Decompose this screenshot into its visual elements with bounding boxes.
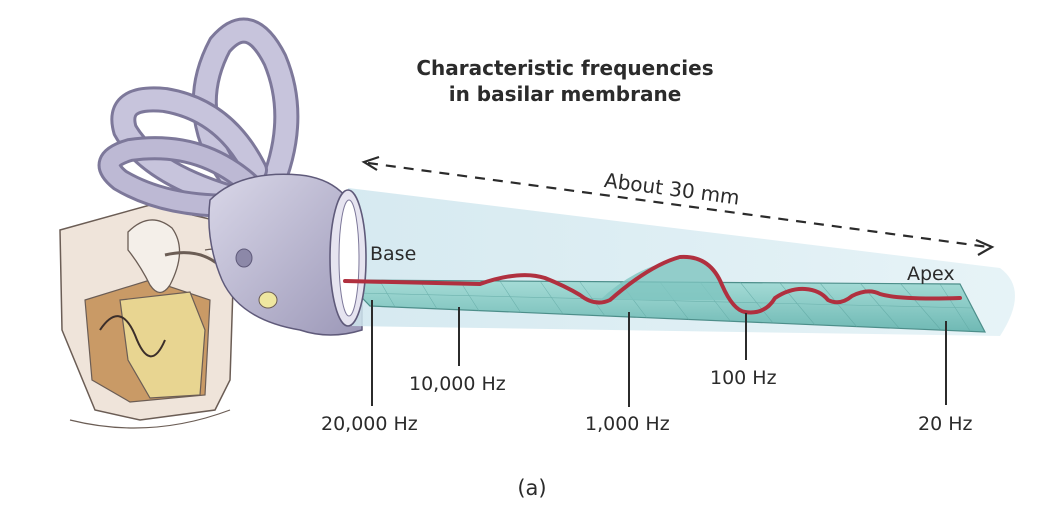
title-line-2: in basilar membrane <box>448 82 682 106</box>
frequency-label-20000: 20,000 Hz <box>321 413 418 435</box>
distance-arrow <box>361 155 995 256</box>
cochlea-opening-inner <box>338 199 360 317</box>
frequency-label-100: 100 Hz <box>710 367 777 389</box>
title-line-1: Characteristic frequencies <box>416 56 714 80</box>
frequency-label-10000: 10,000 Hz <box>409 373 506 395</box>
frequency-label-1000: 1,000 Hz <box>585 413 670 435</box>
semicircular-canals <box>97 17 300 218</box>
vestibule <box>208 173 363 336</box>
membrane-bump <box>600 258 730 300</box>
figure-caption: (a) <box>517 476 547 500</box>
frequency-label-20: 20 Hz <box>918 413 973 435</box>
apex-label: Apex <box>907 263 955 285</box>
frequency-marker-lines <box>371 300 947 407</box>
diagram-title: Characteristic frequencies in basilar me… <box>400 55 730 107</box>
membrane-grid <box>356 280 973 332</box>
travelling-wave <box>343 254 962 315</box>
base-label: Base <box>370 243 417 265</box>
